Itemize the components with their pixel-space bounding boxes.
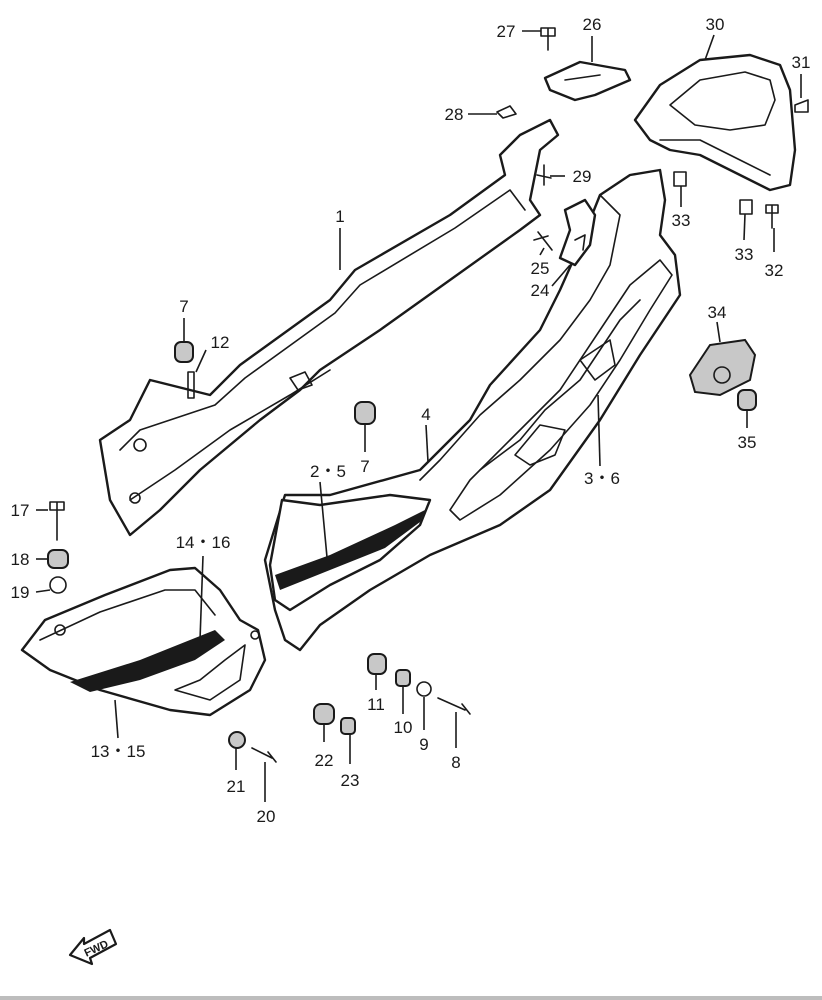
bush-part-11	[367, 653, 387, 675]
nut-part-33b	[739, 199, 753, 215]
collar-part-10	[395, 669, 411, 687]
callout-27: 27	[497, 22, 516, 41]
callout-7b: 7	[360, 457, 369, 476]
bolt-part-17	[49, 501, 65, 541]
callout-labels: 1 2・5 3・6 4 7 7 8 9 10 11 12 13・15 14・16…	[11, 15, 811, 826]
callout-1: 1	[335, 207, 344, 226]
callout-29: 29	[573, 167, 592, 186]
callout-18: 18	[11, 550, 30, 569]
callout-10: 10	[394, 718, 413, 737]
screw-part-20	[251, 747, 277, 763]
callout-30: 30	[706, 15, 725, 34]
callout-21: 21	[227, 777, 246, 796]
callout-34: 34	[708, 303, 727, 322]
screw-part-25	[533, 231, 553, 251]
callout-17: 17	[11, 501, 30, 520]
bolt-part-32	[765, 204, 779, 229]
damper-block-part-34	[688, 338, 757, 397]
callout-14-16: 14・16	[176, 533, 231, 552]
callout-8: 8	[451, 753, 460, 772]
callout-3-6: 3・6	[584, 469, 620, 488]
callout-25: 25	[531, 259, 550, 278]
grommet-part-22	[313, 703, 335, 725]
bolt-part-31	[794, 99, 809, 113]
callout-33b: 33	[735, 245, 754, 264]
grab-rail-part-30	[633, 53, 797, 192]
callout-28: 28	[445, 105, 464, 124]
hardware	[47, 27, 809, 763]
bolt-part-8	[437, 697, 471, 715]
plate-part-26	[543, 60, 632, 102]
grommet-part-7b	[354, 401, 376, 425]
callout-32: 32	[765, 261, 784, 280]
bottom-rule	[0, 996, 822, 1000]
callout-9: 9	[419, 735, 428, 754]
callout-13-15: 13・15	[91, 742, 146, 761]
callout-20: 20	[257, 807, 276, 826]
callout-19: 19	[11, 583, 30, 602]
collar-part-19	[49, 576, 67, 594]
lower-side-cover-part-13-15	[20, 566, 267, 717]
callout-12: 12	[211, 333, 230, 352]
washer-part-9	[416, 681, 432, 697]
nut-part-33a	[673, 171, 687, 187]
grommet-part-18	[47, 549, 69, 569]
callout-4: 4	[421, 405, 430, 424]
grommet-part-7a	[174, 341, 194, 363]
collar-part-35	[737, 389, 757, 411]
callout-23: 23	[341, 771, 360, 790]
screw-part-29	[536, 164, 552, 186]
callout-33a: 33	[672, 211, 691, 230]
washer-part-21	[228, 731, 246, 749]
callout-2-5: 2・5	[310, 462, 346, 481]
bracket-part-24	[558, 198, 597, 267]
callout-11: 11	[367, 695, 385, 714]
clip-part-12	[187, 371, 195, 399]
callout-22: 22	[315, 751, 334, 770]
collar-part-23	[340, 717, 356, 735]
fwd-arrow-icon: FWD	[68, 928, 118, 966]
callout-31: 31	[792, 53, 811, 72]
screw-part-27	[540, 27, 556, 51]
callout-26: 26	[583, 15, 602, 34]
callout-35: 35	[738, 433, 757, 452]
callout-24: 24	[531, 281, 550, 300]
frame-cover-part-1	[98, 118, 560, 537]
side-panel-part-2-5	[268, 493, 432, 612]
callout-7a: 7	[179, 297, 188, 316]
leader-lines	[35, 30, 802, 802]
clip-part-28	[496, 105, 517, 119]
